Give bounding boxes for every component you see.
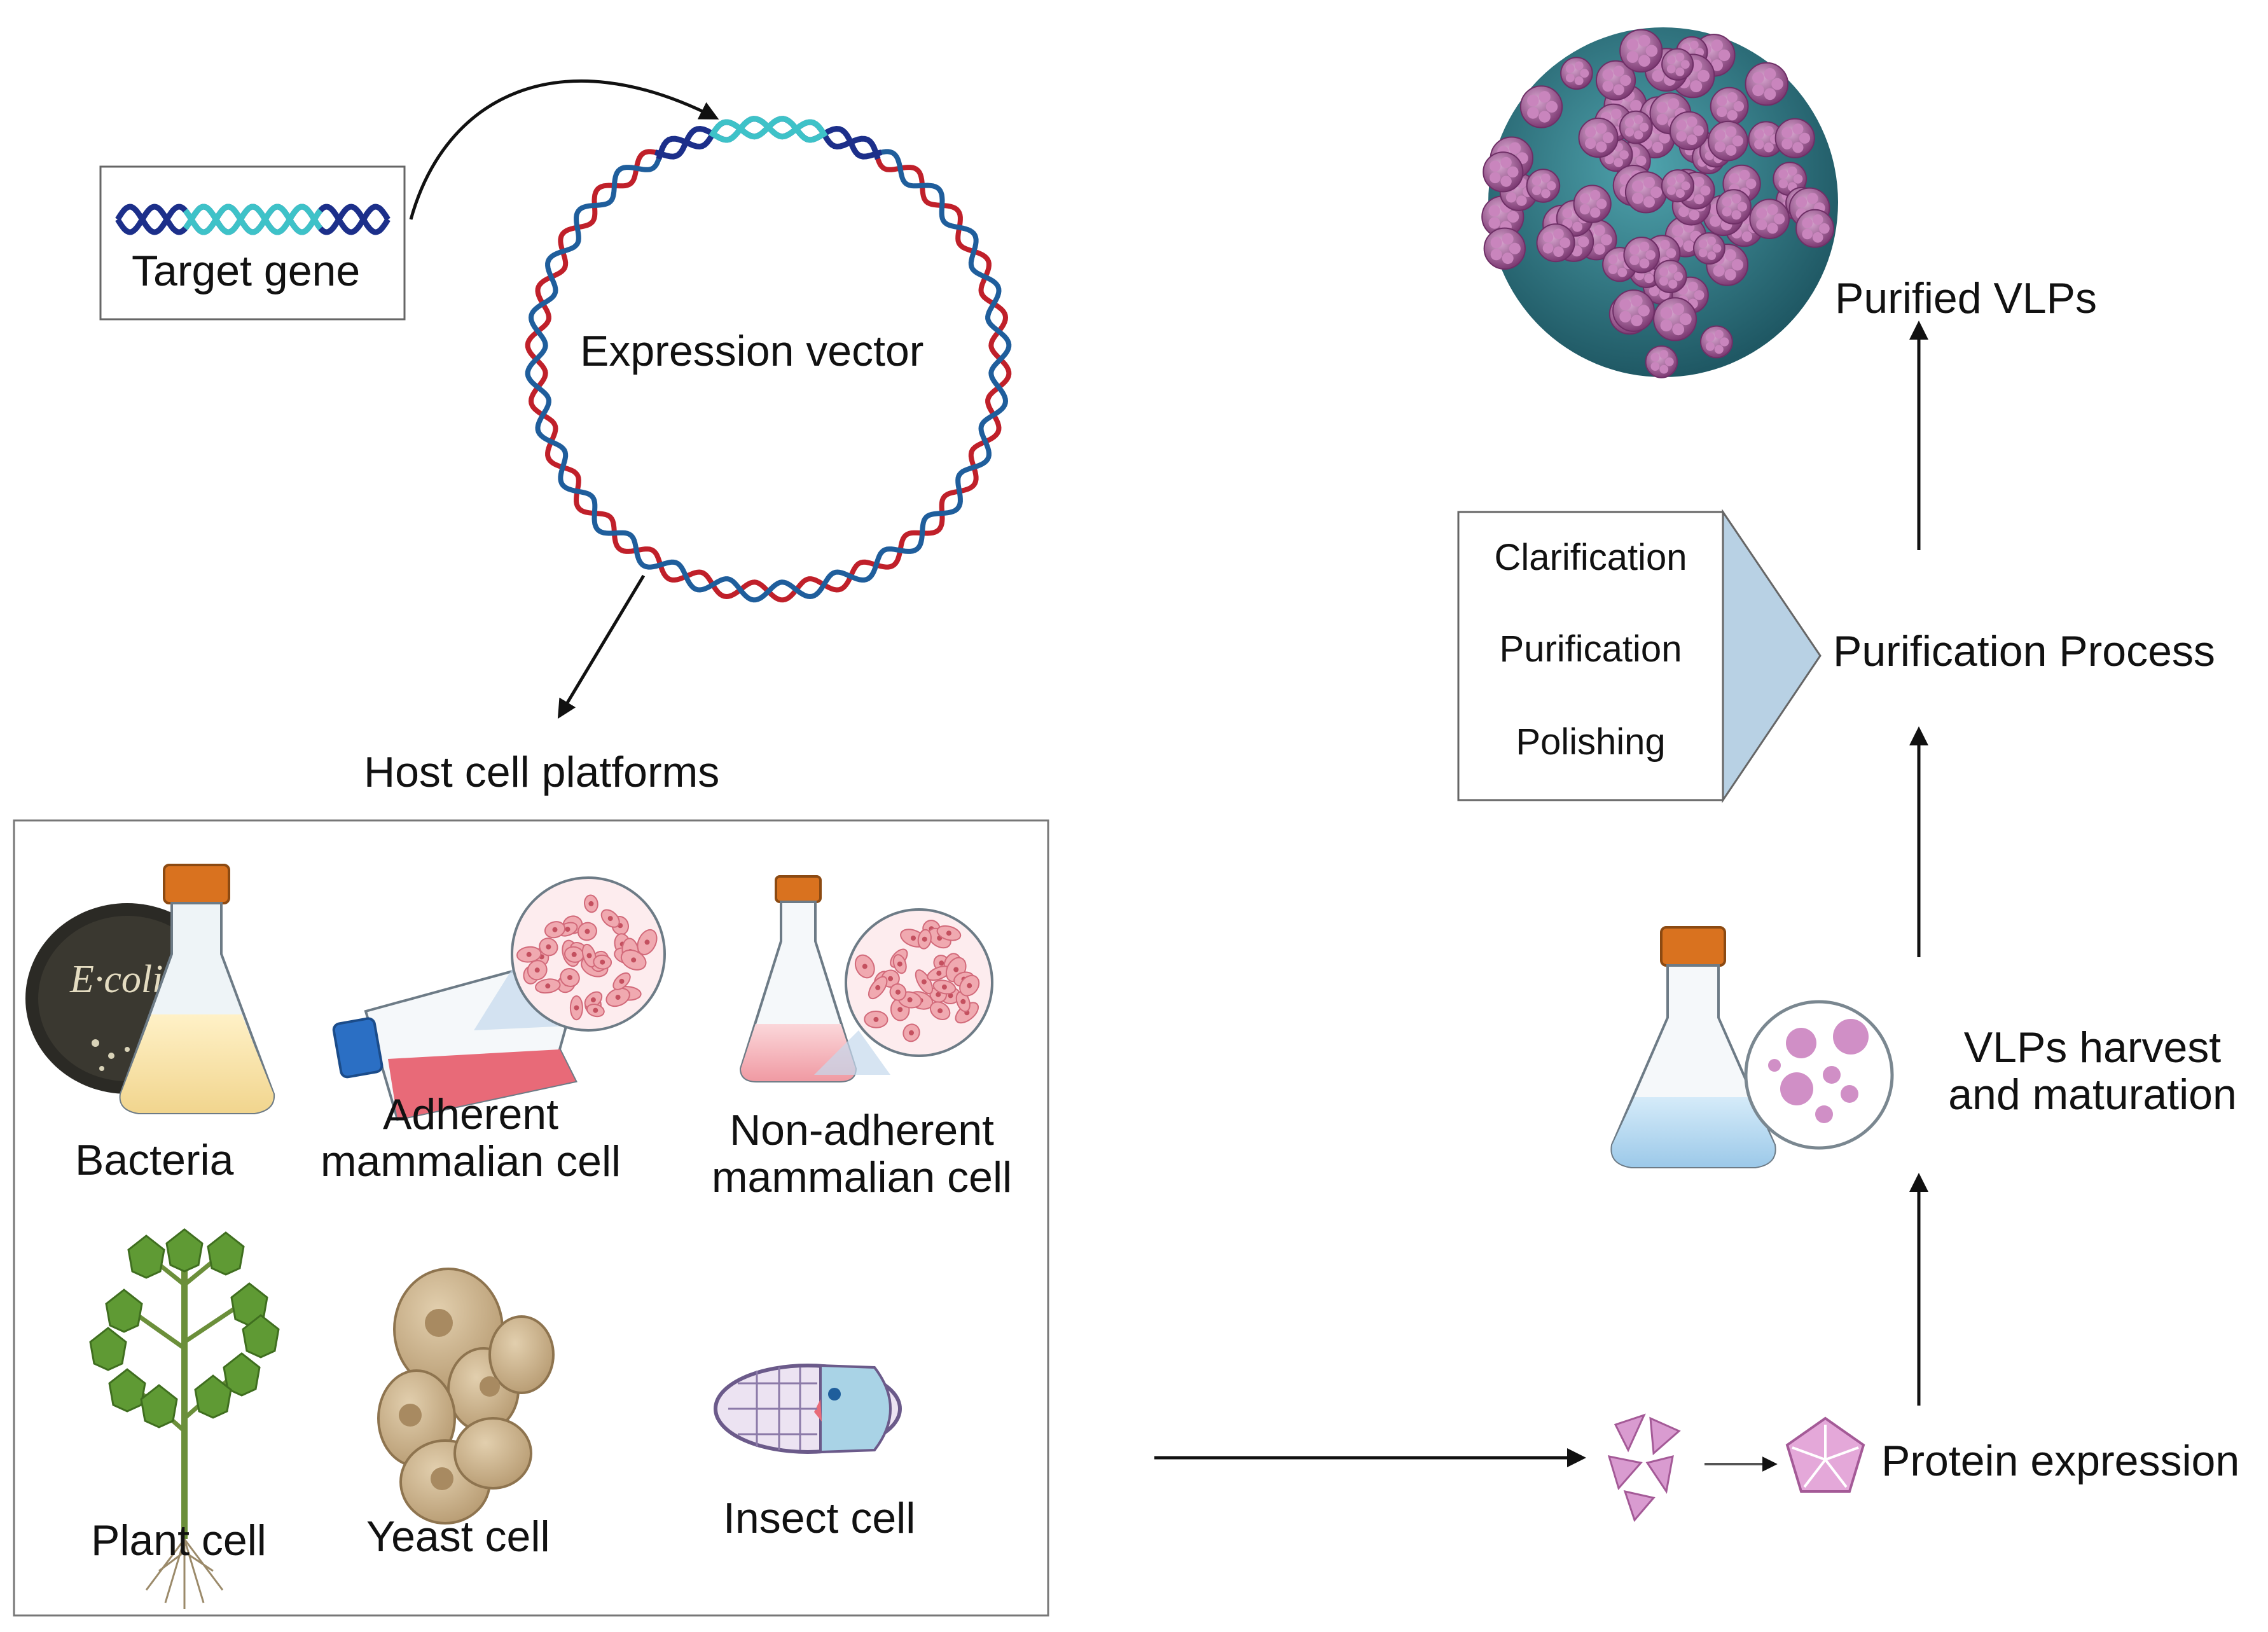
purification-step-2: Purification: [1499, 628, 1682, 670]
pentamer-icon: [1785, 1416, 1865, 1493]
protein-expression-label: Protein expression: [1881, 1437, 2240, 1485]
target-gene-label: Target gene: [132, 247, 361, 295]
host-cell-platforms-label: Host cell platforms: [364, 748, 720, 796]
dna-helix-icon: [115, 204, 391, 235]
host-yeast-label: Yeast cell: [366, 1512, 550, 1561]
purification-chevron: [1722, 509, 1822, 803]
vlps-harvest-line1: VLPs harvest: [1963, 1023, 2222, 1072]
protein-monomers-icon: [1607, 1413, 1681, 1522]
insertion-arrow: [409, 80, 719, 220]
harvest-flask-icon: [1610, 926, 1776, 1168]
expression-vector-label: Expression vector: [580, 327, 924, 375]
host-adherent-label: Adherent mammalian cell: [305, 1091, 636, 1185]
vlp-particle-icon: [1481, 27, 1838, 378]
purification-step-3: Polishing: [1516, 721, 1666, 763]
purification-step-1: Clarification: [1494, 537, 1687, 578]
purified-vlps-label: Purified VLPs: [1835, 274, 2097, 322]
nonadherent-cells-zoom-icon: [845, 908, 993, 1057]
host-nonadherent-line1: Non-adherent: [729, 1106, 994, 1154]
bacteria-flask-icon: [119, 864, 275, 1114]
host-adherent-line1: Adherent: [383, 1090, 558, 1138]
ecoli-plate-text: E·coli: [69, 958, 163, 1001]
vlps-harvest-line2: and maturation: [1948, 1070, 2237, 1119]
plasmid-ring-icon: [525, 116, 1012, 603]
insect-cell-icon: [714, 1364, 902, 1454]
to-hosts-arrow: [557, 574, 646, 719]
vlp-particles-zoom-icon: [1744, 1000, 1894, 1150]
yeast-cells-icon: [377, 1268, 555, 1525]
adherent-cells-zoom-icon: [511, 876, 666, 1032]
host-insect-label: Insect cell: [723, 1494, 916, 1542]
host-plant-label: Plant cell: [91, 1516, 266, 1565]
host-nonadherent-line2: mammalian cell: [711, 1153, 1013, 1201]
purification-process-label: Purification Process: [1833, 627, 2215, 675]
host-bacteria-label: Bacteria: [75, 1136, 234, 1184]
target-gene-box: [99, 165, 406, 321]
vlps-harvest-label: VLPs harvest and maturation: [1933, 1024, 2251, 1118]
host-nonadherent-label: Non-adherent mammalian cell: [687, 1107, 1037, 1201]
host-adherent-line2: mammalian cell: [320, 1137, 621, 1186]
plant-icon: [89, 1228, 280, 1609]
purification-steps-box: [1457, 511, 1724, 801]
nonadherent-flask-icon: [739, 875, 890, 1082]
